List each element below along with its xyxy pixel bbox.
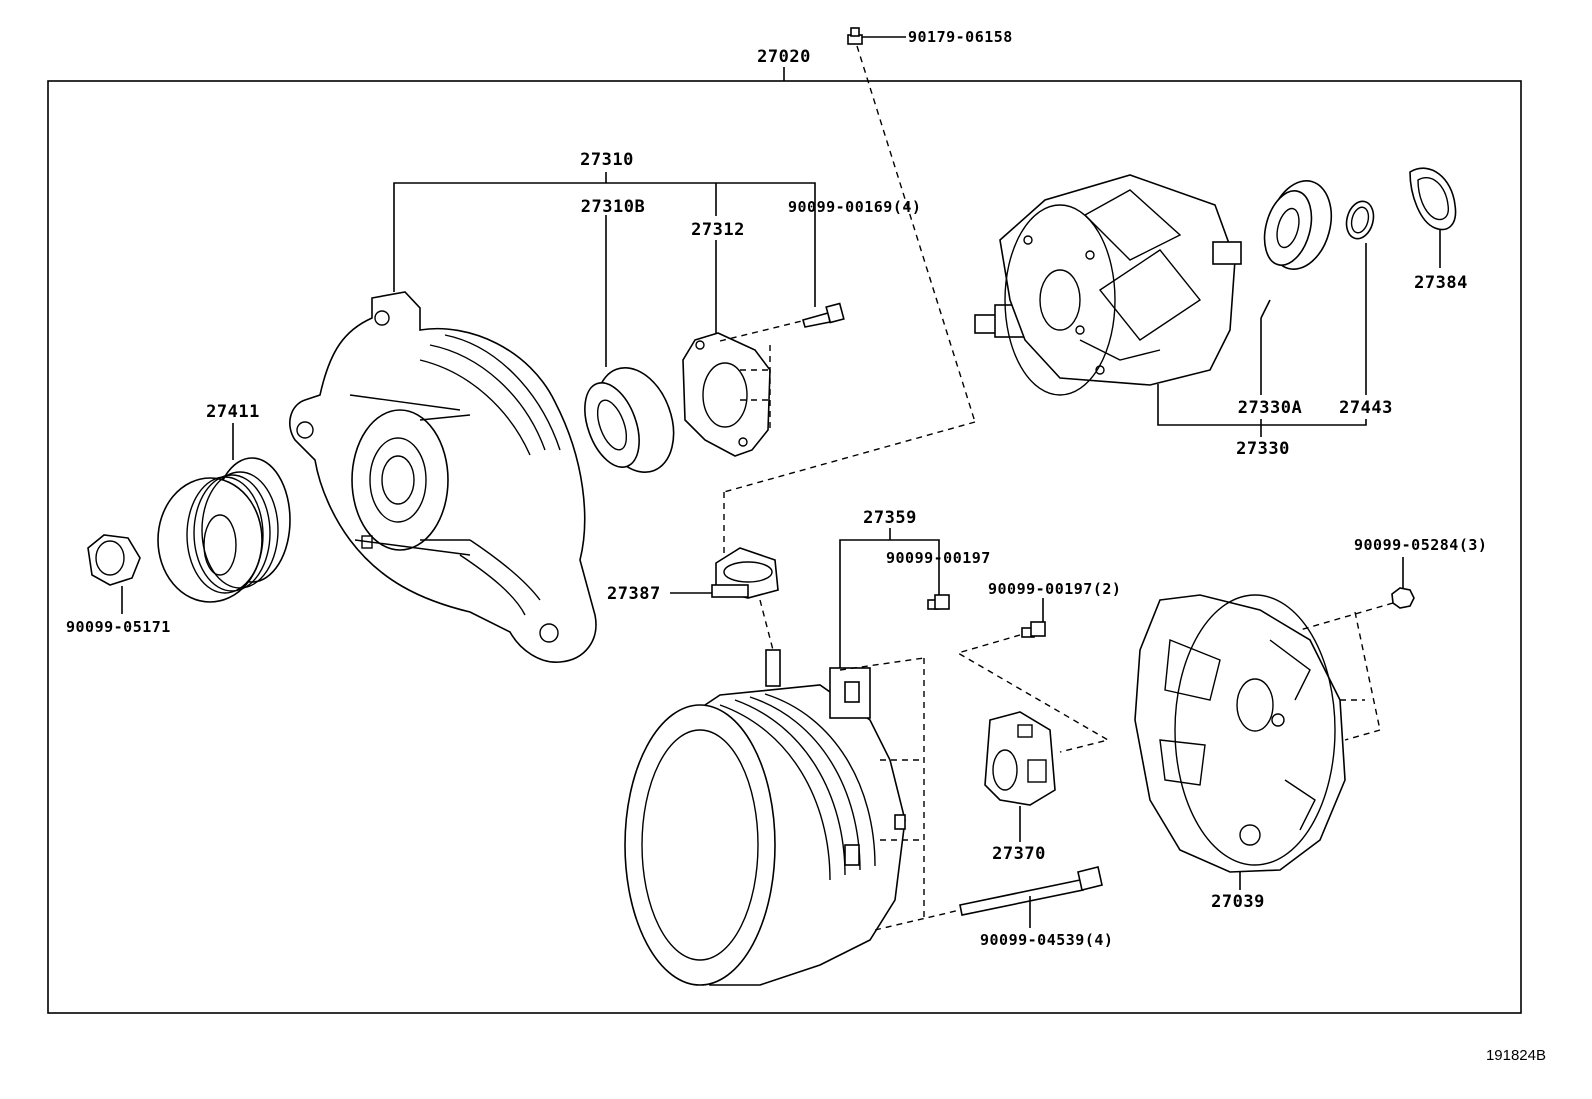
label-90099-00169: 90099-00169(4) <box>788 198 921 216</box>
rotor-27330[interactable] <box>974 174 1242 396</box>
label-27330A: 27330A <box>1238 398 1302 418</box>
drive-end-frame-27310[interactable] <box>289 291 597 663</box>
brush-holder-27370[interactable] <box>984 711 1056 806</box>
label-27020: 27020 <box>757 47 811 67</box>
cover-27384[interactable] <box>1409 167 1457 231</box>
label-90179-06158: 90179-06158 <box>908 28 1013 46</box>
label-27370: 27370 <box>992 844 1046 864</box>
label-27039: 27039 <box>1211 892 1265 912</box>
label-27359: 27359 <box>863 508 917 528</box>
label-27411: 27411 <box>206 402 260 422</box>
stator-rear-frame[interactable] <box>624 649 906 986</box>
label-27310: 27310 <box>580 150 634 170</box>
label-90099-00197: 90099-00197 <box>886 549 991 567</box>
washer-27443[interactable] <box>1343 198 1378 241</box>
retainer-plate-27312[interactable] <box>682 332 771 457</box>
screw-90099-00197[interactable] <box>927 594 950 610</box>
label-27443: 27443 <box>1339 398 1393 418</box>
bearing-27330A[interactable] <box>1257 174 1341 276</box>
nut-90099-05171[interactable] <box>87 534 141 586</box>
label-27384: 27384 <box>1414 273 1468 293</box>
label-90099-05171: 90099-05171 <box>66 618 171 636</box>
label-27310B: 27310B <box>581 197 645 217</box>
bolt-90099-04539[interactable] <box>959 866 1103 916</box>
screw-90099-00169[interactable] <box>802 302 845 328</box>
diagram-code: 191824B <box>1486 1047 1546 1064</box>
bearing-27310B[interactable] <box>574 357 687 483</box>
screw-90099-00197-2[interactable] <box>1021 621 1046 638</box>
label-27387: 27387 <box>607 584 661 604</box>
pulley-27411[interactable] <box>157 457 291 603</box>
rear-cover-27039[interactable] <box>1134 594 1346 873</box>
nut-90099-05284[interactable] <box>1391 587 1415 609</box>
insulator-27387[interactable] <box>711 547 779 599</box>
label-90099-00197-2: 90099-00197(2) <box>988 580 1121 598</box>
label-27312: 27312 <box>691 220 745 240</box>
label-27330: 27330 <box>1236 439 1290 459</box>
bolt-90179-06158[interactable] <box>847 27 906 45</box>
label-90099-05284: 90099-05284(3) <box>1354 536 1487 554</box>
label-90099-04539: 90099-04539(4) <box>980 931 1113 949</box>
